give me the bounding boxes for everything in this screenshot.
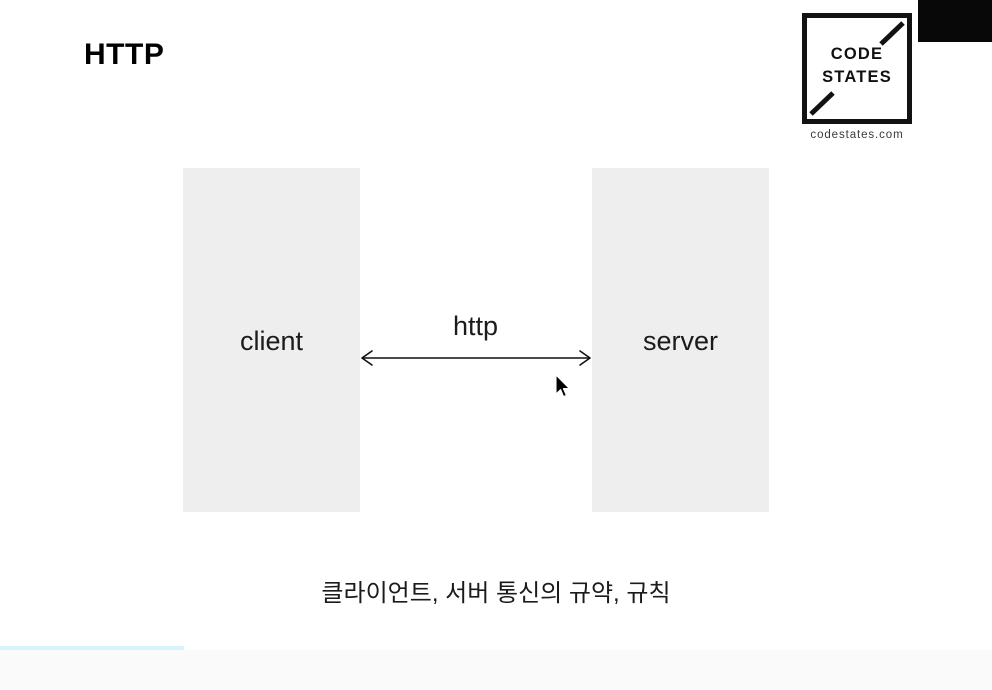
diagram-node-server: server <box>592 168 769 512</box>
diagram-node-client: client <box>183 168 360 512</box>
slide-caption: 클라이언트, 서버 통신의 규약, 규칙 <box>321 580 671 607</box>
diagram-node-client-label: client <box>239 326 304 356</box>
page-title: HTTP <box>84 38 165 71</box>
logo-domain-text: codestates.com <box>810 129 904 141</box>
top-right-black-bar <box>918 0 992 42</box>
arrow-pointer-icon <box>555 374 570 398</box>
double-arrow-icon <box>361 350 591 366</box>
codestates-logo: CODE STATES codestates.com <box>794 12 920 142</box>
video-progress-track[interactable] <box>0 646 992 650</box>
player-bottom-strip <box>0 650 992 690</box>
video-progress-fill[interactable] <box>0 646 184 650</box>
slide-canvas: HTTP CODE STATES codestates.com client s… <box>84 0 992 607</box>
logo-text-code: CODE <box>830 45 884 63</box>
diagram-node-server-label: server <box>642 326 718 356</box>
logo-square-frame: CODE STATES <box>802 13 912 124</box>
connector-arrow <box>358 346 594 370</box>
mouse-cursor-icon <box>554 374 572 400</box>
logo-text-states: STATES <box>822 68 892 86</box>
logo-corner-slashes-icon <box>809 21 905 116</box>
connector-label-http: http <box>452 311 499 341</box>
